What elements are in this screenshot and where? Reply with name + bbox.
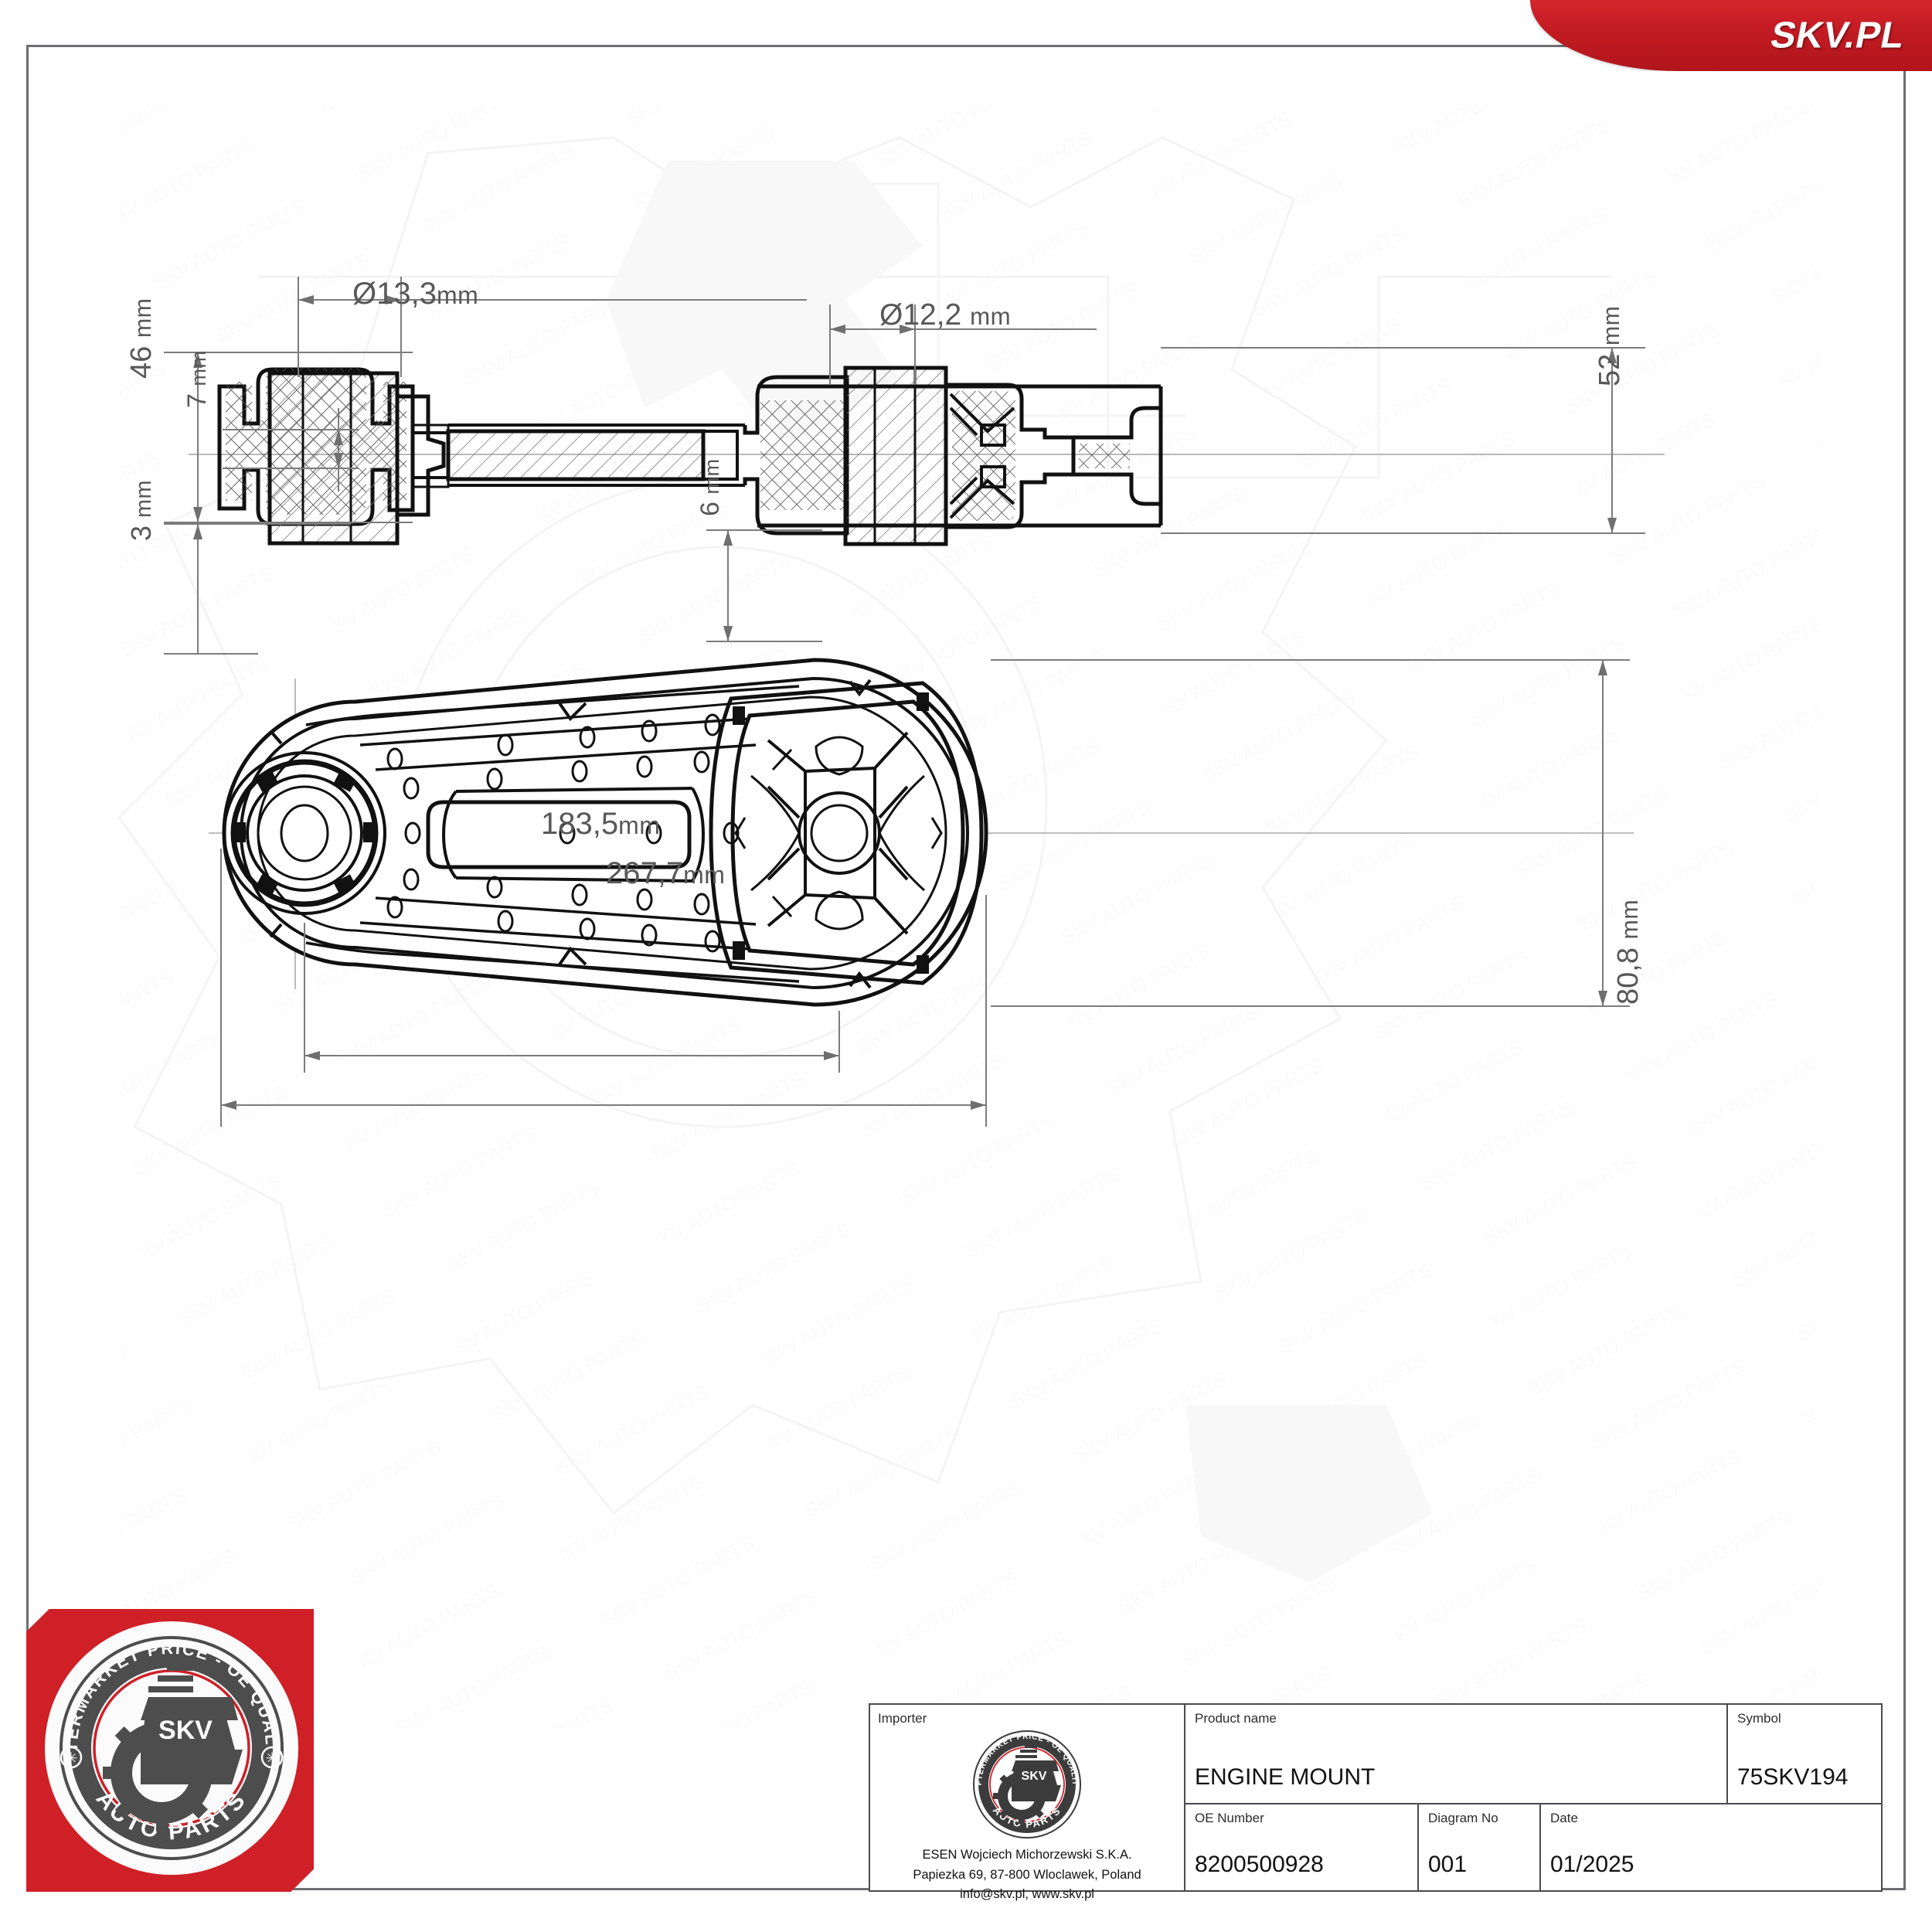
diagram-no-value: 001	[1428, 1852, 1468, 1877]
date-value: 01/2025	[1550, 1852, 1634, 1877]
importer-address-block: ESEN Wojciech Michorzewski S.K.A. Papiez…	[878, 1845, 1176, 1905]
importer-contact: info@skv.pl, www.skv.pl	[960, 1887, 1094, 1902]
svg-text:✳: ✳	[65, 1750, 78, 1767]
title-block-row-top: Product name ENGINE MOUNT Symbol 75SKV19…	[1185, 1705, 1881, 1804]
dimension-label-3mm: 3 mm	[125, 479, 157, 541]
dimension-label-46mm: 46 mm	[125, 298, 158, 379]
plan-dimension-lines	[220, 659, 1630, 1127]
symbol-label: Symbol	[1737, 1711, 1781, 1726]
date-label: Date	[1550, 1811, 1578, 1825]
gear-icon	[993, 1745, 1061, 1824]
gear-icon	[103, 1665, 243, 1832]
importer-address: Papiezka 69, 87-800 Wloclawek, Poland	[913, 1867, 1141, 1882]
symbol-cell: Symbol 75SKV194	[1728, 1705, 1881, 1803]
diagram-no-cell: Diagram No 001	[1419, 1804, 1541, 1890]
title-block-fields: Product name ENGINE MOUNT Symbol 75SKV19…	[1185, 1705, 1881, 1890]
dimension-label-183-5mm: 183,5mm	[541, 807, 661, 841]
dimension-label-dia-right: Ø12,2 mm	[879, 298, 1012, 332]
seal-graphic: AFTERMARKET PRICE - OE QUALITY AUTO PART…	[49, 1626, 289, 1866]
title-block-importer-cell: Importer AFTERMARKET PRICE - OE QUALITY	[870, 1705, 1185, 1901]
seal-center-label: SKV	[158, 1716, 213, 1745]
symbol-value: 75SKV194	[1737, 1764, 1849, 1790]
dimension-label-7mm: 7 mm	[182, 350, 212, 408]
diagram-no-label: Diagram No	[1428, 1811, 1498, 1825]
title-block-row-bottom: OE Number 8200500928 Diagram No 001 Date…	[1185, 1804, 1881, 1890]
dimension-label-80-8mm: 80,8 mm	[1612, 899, 1645, 1005]
product-name-cell: Product name ENGINE MOUNT	[1185, 1705, 1728, 1803]
brand-tab-shape	[1530, 0, 1932, 71]
importer-seal-center-label: SKV	[1022, 1770, 1047, 1783]
skv-brand-tab: SKV.PL	[1530, 0, 1932, 71]
title-block: Importer AFTERMARKET PRICE - OE QUALITY	[869, 1703, 1883, 1901]
importer-seal-graphic: AFTERMARKET PRICE - OE QUALITY AUTO PART…	[966, 1720, 1083, 1840]
product-name-value: ENGINE MOUNT	[1195, 1764, 1376, 1790]
dimension-label-6mm: 6 mm	[696, 458, 725, 516]
cross-section-view	[189, 366, 1665, 546]
importer-company: ESEN Wojciech Michorzewski S.K.A.	[922, 1848, 1132, 1862]
seal-asterisk-icons: ✳ ✳	[60, 1746, 284, 1769]
importer-label: Importer	[878, 1711, 927, 1726]
oe-number-cell: OE Number 8200500928	[1185, 1804, 1419, 1890]
skv-quality-seal: AFTERMARKET PRICE - OE QUALITY AUTO PART…	[26, 1609, 314, 1892]
oe-number-value: 8200500928	[1195, 1852, 1324, 1877]
product-name-label: Product name	[1195, 1711, 1277, 1726]
dimension-label-267-7mm: 267,7mm	[606, 856, 726, 890]
section-dimension-lines	[164, 277, 1645, 655]
technical-drawing: SKV AUTO PARTS SKV AUTO PARTS SKV AUTO P…	[26, 45, 1906, 1890]
svg-text:✳: ✳	[266, 1750, 279, 1767]
date-cell: Date 01/2025	[1541, 1804, 1881, 1890]
oe-number-label: OE Number	[1195, 1811, 1264, 1825]
importer-logo: AFTERMARKET PRICE - OE QUALITY AUTO PART…	[966, 1720, 1085, 1842]
dimension-label-52mm: 52 mm	[1594, 305, 1626, 386]
drawing-svg: SKV AUTO PARTS SKV AUTO PARTS SKV AUTO P…	[117, 107, 1819, 1730]
dimension-label-dia-left: Ø13,3mm	[352, 277, 479, 311]
